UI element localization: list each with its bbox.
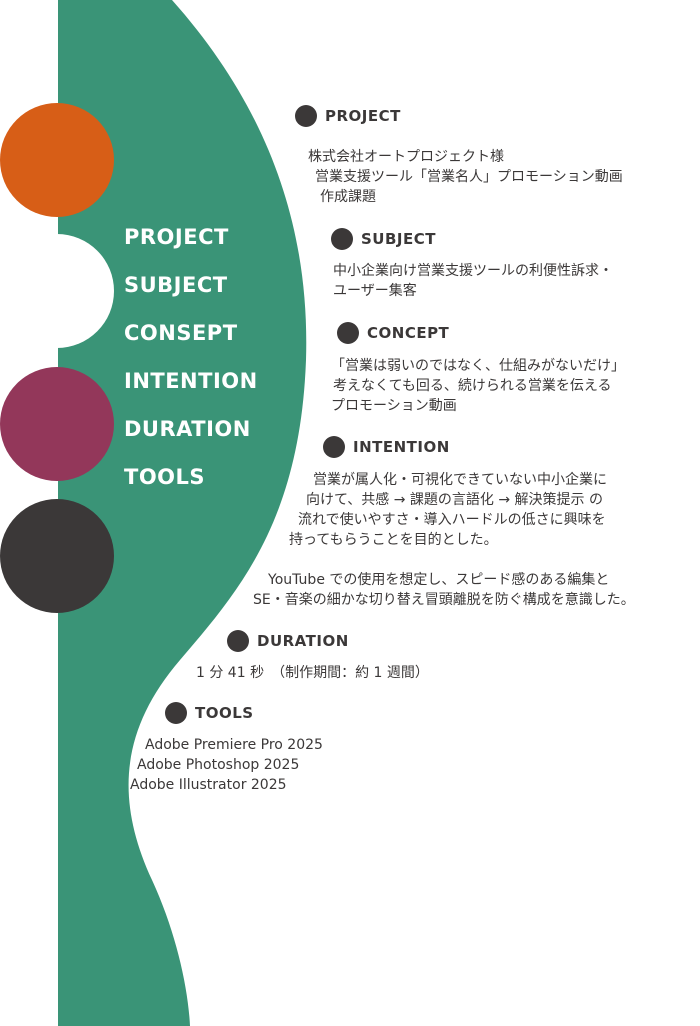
nav-item-consept: CONSEPT (124, 321, 238, 345)
tool-item-premiere: Adobe Premiere Pro 2025 (145, 737, 323, 753)
white-circle (0, 234, 114, 348)
project-heading: PROJECT (295, 105, 401, 127)
intention-heading: INTENTION (323, 436, 450, 458)
intention-line-6: SE・音楽の細かな切り替え冒頭離脱を防ぐ構成を意識した。 (253, 592, 635, 608)
tools-heading-label: TOOLS (195, 704, 254, 722)
concept-heading: CONCEPT (337, 322, 449, 344)
duration-heading-label: DURATION (257, 632, 349, 650)
bullet-dot-icon (295, 105, 317, 127)
project-line-3: 作成課題 (320, 189, 376, 205)
tools-heading: TOOLS (165, 702, 254, 724)
project-line-1: 株式会社オートプロジェクト様 (308, 149, 504, 165)
duration-text: 1 分 41 秒 （制作期間：約 1 週間） (196, 665, 429, 681)
concept-heading-label: CONCEPT (367, 324, 450, 342)
nav-item-project: PROJECT (124, 225, 229, 249)
subject-line-2: ユーザー集客 (333, 283, 417, 299)
bullet-dot-icon (337, 322, 359, 344)
bullet-dot-icon (165, 702, 187, 724)
intention-line-4: 持ってもらうことを目的とした。 (289, 532, 498, 548)
nav-item-intention: INTENTION (124, 369, 258, 393)
project-heading-label: PROJECT (325, 107, 401, 125)
project-line-2: 営業支援ツール「営業名人」プロモーション動画 (315, 169, 623, 185)
subject-line-1: 中小企業向け営業支援ツールの利便性訴求・ (333, 263, 613, 279)
subject-heading-label: SUBJECT (361, 230, 436, 248)
duration-heading: DURATION (227, 630, 349, 652)
concept-line-3: プロモーション動画 (331, 398, 457, 414)
nav-item-tools: TOOLS (124, 465, 206, 489)
subject-heading: SUBJECT (331, 228, 436, 250)
nav-item-duration: DURATION (124, 417, 251, 441)
intention-line-1: 営業が属人化・可視化できていない中小企業に (313, 472, 607, 488)
bullet-dot-icon (323, 436, 345, 458)
bullet-dot-icon (331, 228, 353, 250)
charcoal-circle (0, 499, 114, 613)
intention-line-2: 向けて、共感 → 課題の言語化 → 解決策提示 の (306, 492, 604, 508)
intention-line-5: YouTube での使用を想定し、スピード感のある編集と (268, 572, 610, 588)
tool-item-illustrator: Adobe Illustrator 2025 (130, 777, 287, 793)
bullet-dot-icon (227, 630, 249, 652)
concept-line-2: 考えなくても回る、続けられる営業を伝える (333, 378, 612, 394)
nav-item-subject: SUBJECT (124, 273, 228, 297)
intention-line-3: 流れで使いやすさ・導入ハードルの低さに興味を (298, 512, 606, 528)
tool-item-photoshop: Adobe Photoshop 2025 (137, 757, 300, 773)
orange-circle (0, 103, 114, 217)
concept-line-1: 「営業は弱いのではなく、仕組みがないだけ」 (331, 358, 625, 374)
green-band-shape (58, 0, 307, 1026)
intention-heading-label: INTENTION (353, 438, 450, 456)
plum-circle (0, 367, 114, 481)
